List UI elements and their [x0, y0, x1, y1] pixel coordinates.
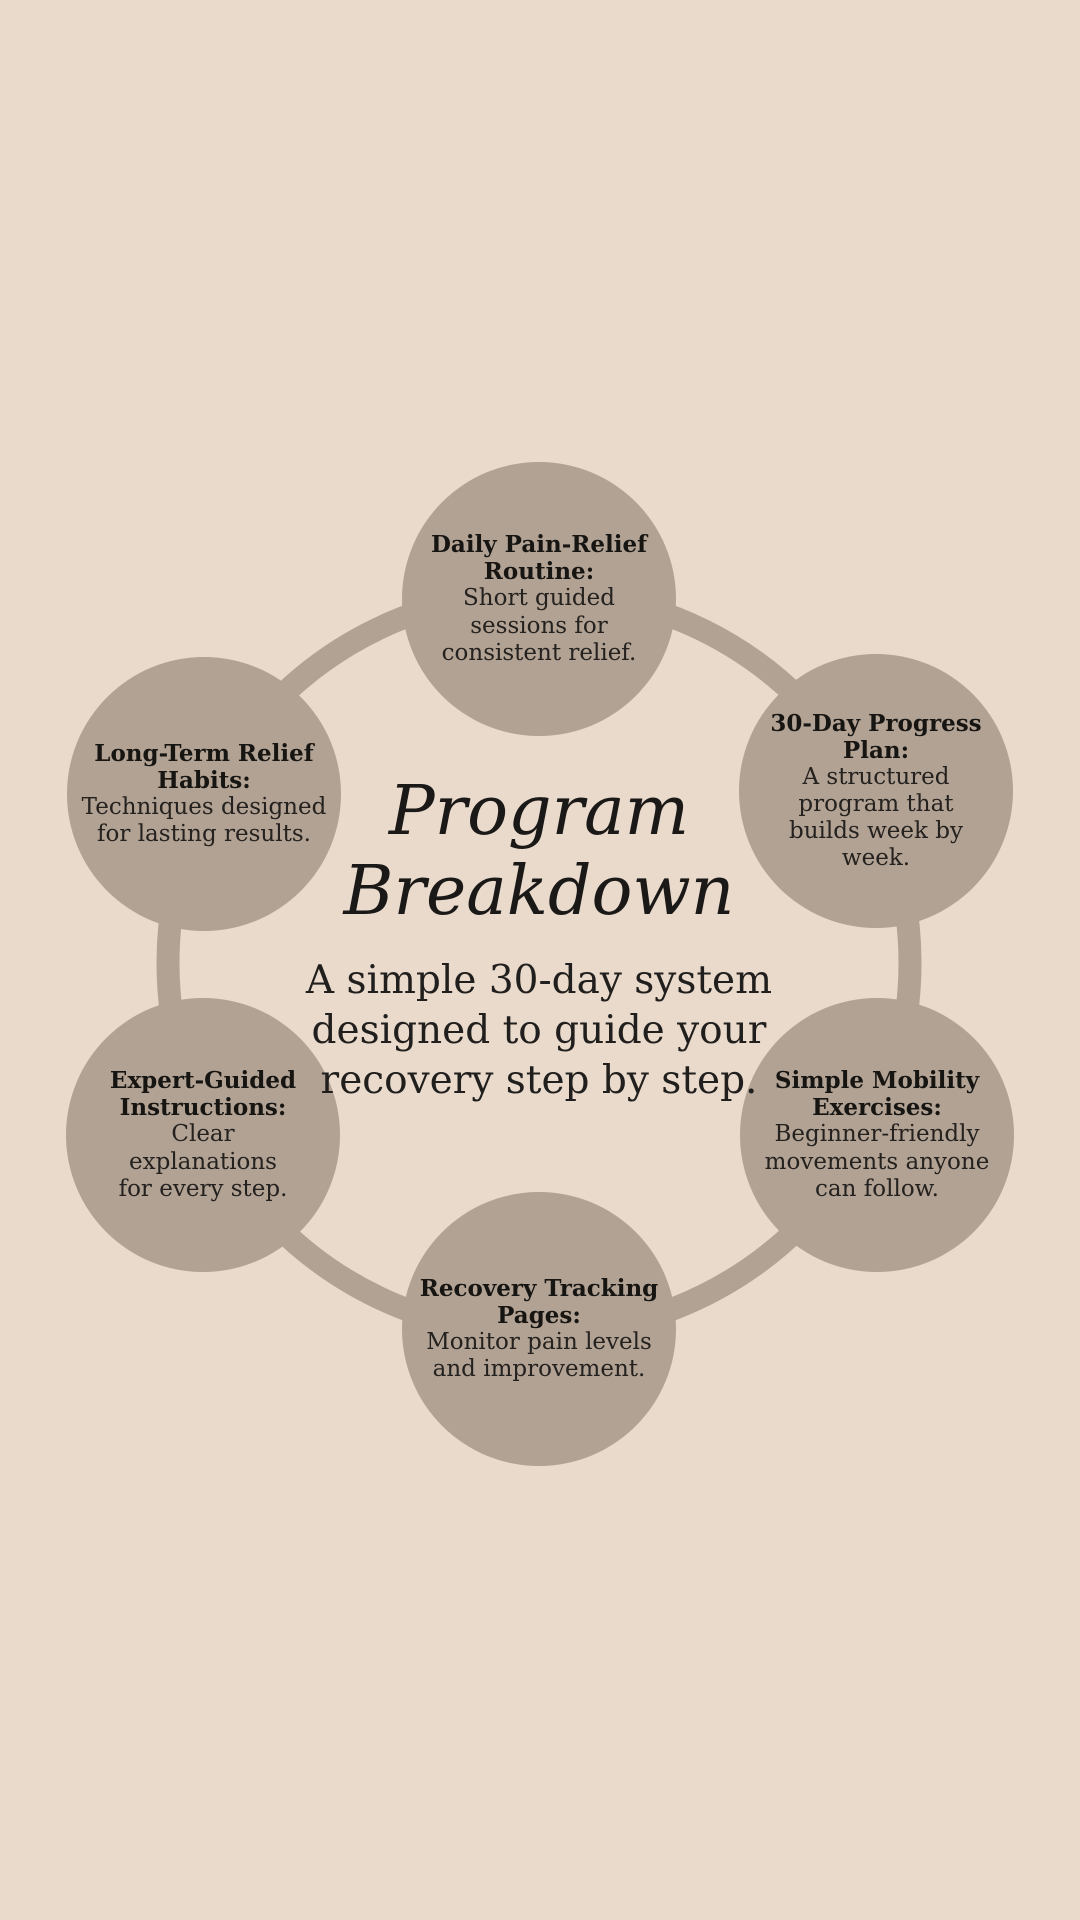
node-expert-guided-instructions: Expert-Guided Instructions: Clear explan…: [66, 998, 340, 1272]
node-text: Recovery Tracking Pages: Monitor pain le…: [408, 1275, 670, 1384]
node-heading: Simple Mobility Exercises:: [774, 1067, 980, 1122]
node-text: Daily Pain-Relief Routine: Short guided …: [408, 531, 670, 667]
node-30-day-progress-plan: 30-Day Progress Plan: A structured progr…: [739, 654, 1013, 928]
node-long-term-relief-habits: Long-Term Relief Habits: Techniques desi…: [67, 657, 341, 931]
page-subtitle: A simple 30-day system designed to guide…: [305, 958, 773, 1104]
node-body: Beginner-friendly movements anyone can f…: [764, 1121, 990, 1202]
node-heading: Long-Term Relief Habits:: [94, 739, 314, 794]
node-daily-pain-relief-routine: Daily Pain-Relief Routine: Short guided …: [402, 462, 676, 736]
node-recovery-tracking-pages: Recovery Tracking Pages: Monitor pain le…: [402, 1192, 676, 1466]
node-text: Expert-Guided Instructions: Clear explan…: [72, 1067, 334, 1203]
node-text: Long-Term Relief Habits: Techniques desi…: [73, 740, 335, 849]
node-text: 30-Day Progress Plan: A structured progr…: [745, 710, 1007, 873]
node-heading: 30-Day Progress Plan:: [770, 709, 982, 764]
node-body: Clear explanations for every step.: [118, 1121, 288, 1202]
node-heading: Recovery Tracking Pages:: [419, 1274, 659, 1329]
node-body: Techniques designed for lasting results.: [81, 794, 327, 848]
node-heading: Expert-Guided Instructions:: [109, 1067, 297, 1122]
node-body: Short guided sessions for consistent rel…: [441, 585, 637, 666]
center-text: Program Breakdown A simple 30-day system…: [189, 772, 889, 1106]
node-body: Monitor pain levels and improvement.: [426, 1329, 652, 1383]
node-heading: Daily Pain-Relief Routine:: [430, 531, 648, 586]
node-simple-mobility-exercises: Simple Mobility Exercises: Beginner-frie…: [740, 998, 1014, 1272]
node-text: Simple Mobility Exercises: Beginner-frie…: [746, 1067, 1008, 1203]
node-body: A structured program that builds week by…: [789, 763, 963, 872]
page-title: Program Breakdown: [343, 772, 735, 932]
